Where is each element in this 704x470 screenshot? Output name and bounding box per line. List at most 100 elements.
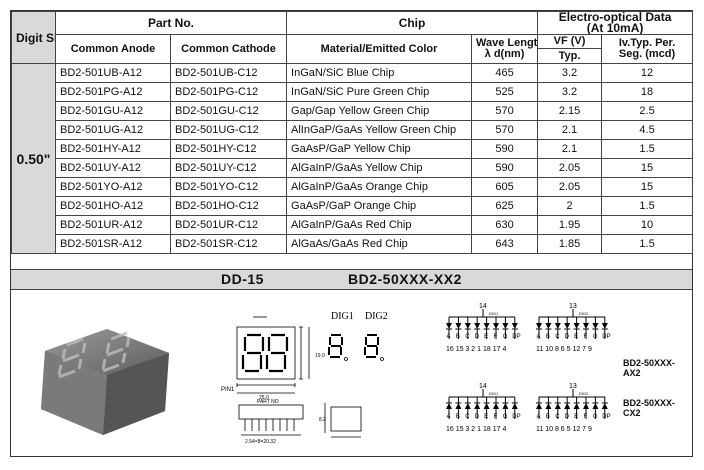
common-cathode-cell: BD2-501HY-C12 (169, 139, 288, 159)
led-diode-icon (464, 403, 471, 409)
led-diode-icon (601, 403, 608, 409)
vf-header-typ: Typ. (558, 50, 581, 62)
cathode-circuit-label: BD2-50XXX-CX2 (623, 398, 676, 418)
pin-numbers: 11 10 8 6 5 12 7 9 (536, 346, 592, 353)
iv-cell: 15 (601, 177, 694, 197)
segment-letter: D (565, 334, 570, 340)
led-diode-icon (493, 403, 499, 409)
wavelength-cell: 630 (471, 215, 539, 235)
vf-cell: 3.2 (537, 82, 603, 102)
segment-letter: C (465, 334, 470, 340)
common-cathode-cell: BD2-501SR-C12 (169, 234, 288, 254)
width-dimension: 25.0 (259, 395, 269, 401)
wavelength-cell: 525 (471, 82, 539, 102)
segment-letter: C (465, 414, 470, 420)
vf-cell: 2.1 (537, 139, 603, 159)
material-cell: InGaN/SiC Pure Green Chip (286, 82, 473, 102)
common-cathode-cell: BD2-501UY-C12 (169, 158, 288, 178)
material-cell: InGaN/SiC Blue Chip (286, 63, 473, 83)
led-diode-icon (536, 403, 542, 409)
led-diode-icon (474, 323, 481, 329)
segment-letter: G (593, 334, 598, 340)
segment-letter: C (555, 334, 560, 340)
segment-letter: DP (512, 334, 520, 340)
common-pin-number: 13 (569, 383, 577, 390)
led-diode-icon (545, 323, 552, 329)
segment-letter: A (447, 334, 451, 340)
product-photo (41, 329, 169, 435)
pin-numbers: 16 15 3 2 1 18 17 4 (446, 346, 506, 353)
digit-size-header: Digit Size (11, 11, 56, 64)
vf-cell: 3.2 (537, 63, 603, 83)
segment-letter: B (546, 334, 550, 340)
material-cell: AlGaInP/GaAs Red Chip (286, 215, 473, 235)
material-cell: GaAsP/GaP Yellow Chip (286, 139, 473, 159)
segment-letter: D (475, 334, 480, 340)
led-diode-icon (474, 403, 481, 409)
led-diode-icon (592, 323, 599, 329)
led-diode-icon (554, 323, 561, 329)
pin1-label: PIN1 (221, 387, 235, 393)
chip-header: Chip (286, 11, 539, 35)
led-diode-icon (536, 323, 542, 329)
dig2-label: DIG2 (365, 311, 388, 322)
common-anode-cell: BD2-501HO-A12 (55, 196, 171, 216)
iv-cell: 2.5 (601, 101, 694, 121)
segment-letter: D (475, 414, 480, 420)
wavelength-header-line2: λ d(nm) (484, 48, 525, 60)
common-cathode-cell: BD2-501UB-C12 (169, 63, 288, 83)
segment-letter: E (484, 414, 488, 420)
common-anode-header: Common Anode (55, 34, 171, 64)
segment-letter: A (537, 414, 541, 420)
vf-cell: 2.15 (537, 101, 603, 121)
segment-letter: E (574, 334, 578, 340)
eo-header: Electro-optical Data (At 10mA) (537, 11, 694, 35)
segment-letter: DP (602, 334, 610, 340)
led-diode-icon (455, 403, 462, 409)
iv-header-line2: Seg. (mcd) (618, 48, 676, 60)
common-anode-cell: BD2-501PG-A12 (55, 82, 171, 102)
led-diode-icon (583, 403, 589, 409)
vf-cell: 2.1 (537, 120, 603, 140)
common-anode-cell: BD2-501UR-A12 (55, 215, 171, 235)
common-cathode-cell: BD2-501PG-C12 (169, 82, 288, 102)
segment-letter: C (555, 414, 560, 420)
led-diode-icon (601, 323, 608, 329)
iv-cell: 18 (601, 82, 694, 102)
wavelength-cell: 570 (471, 101, 539, 121)
material-header: Material/Emitted Color (286, 34, 473, 64)
wavelength-cell: 570 (471, 120, 539, 140)
common-anode-cell: BD2-501UY-A12 (55, 158, 171, 178)
led-diode-icon (511, 323, 518, 329)
common-pin-number: 13 (569, 303, 577, 310)
common-pin-number: 14 (479, 303, 487, 310)
common-cathode-cell: BD2-501YO-C12 (169, 177, 288, 197)
segment-letter: B (456, 414, 460, 420)
common-cathode-cell: BD2-501UG-C12 (169, 120, 288, 140)
common-cathode-header: Common Cathode (169, 34, 288, 64)
common-anode-cell: BD2-501HY-A12 (55, 139, 171, 159)
led-diode-icon (483, 323, 490, 329)
material-cell: Gap/Gap Yellow Green Chip (286, 101, 473, 121)
led-diode-icon (564, 403, 571, 409)
wavelength-header: Wave Length λ d(nm) (471, 34, 539, 64)
wavelength-cell: 465 (471, 63, 539, 83)
common-anode-cell: BD2-501YO-A12 (55, 177, 171, 197)
drawing-area: DIG1 DIG2 PIN1 PART NO 2.54×8=20.32 25.0… (11, 289, 692, 457)
segment-letter: G (503, 414, 508, 420)
segment-letter: F (494, 414, 498, 420)
led-diode-icon (455, 323, 462, 329)
package-code: DD-15 (221, 271, 264, 287)
digit-size-value: 0.50" (11, 63, 56, 254)
header-row-1: Digit Size Part No. Chip Electro-optical… (11, 11, 694, 64)
segment-letter: A (537, 334, 541, 340)
spec-table: Digit Size Part No. Chip Electro-optical… (11, 11, 694, 254)
